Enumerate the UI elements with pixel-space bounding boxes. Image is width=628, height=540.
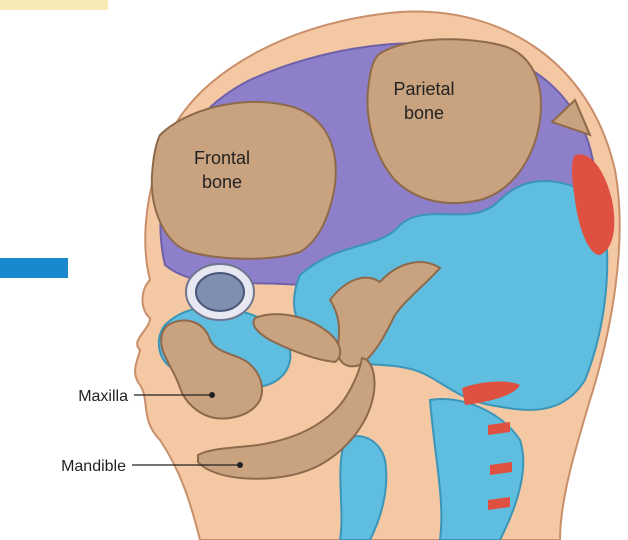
parietal-bone [367,39,540,203]
parietal-bone-label-line1: Parietal [393,79,454,99]
mandible-leader-dot [237,462,243,468]
parietal-bone-label-line2: bone [404,103,444,123]
maxilla-leader-dot [209,392,215,398]
mandible-label: Mandible [61,458,126,475]
eyeball [196,273,244,311]
frontal-bone [152,102,336,259]
maxilla-label: Maxilla [78,388,128,405]
frontal-bone-label-line2: bone [202,172,242,192]
frontal-bone-label-line1: Frontal [194,148,250,168]
